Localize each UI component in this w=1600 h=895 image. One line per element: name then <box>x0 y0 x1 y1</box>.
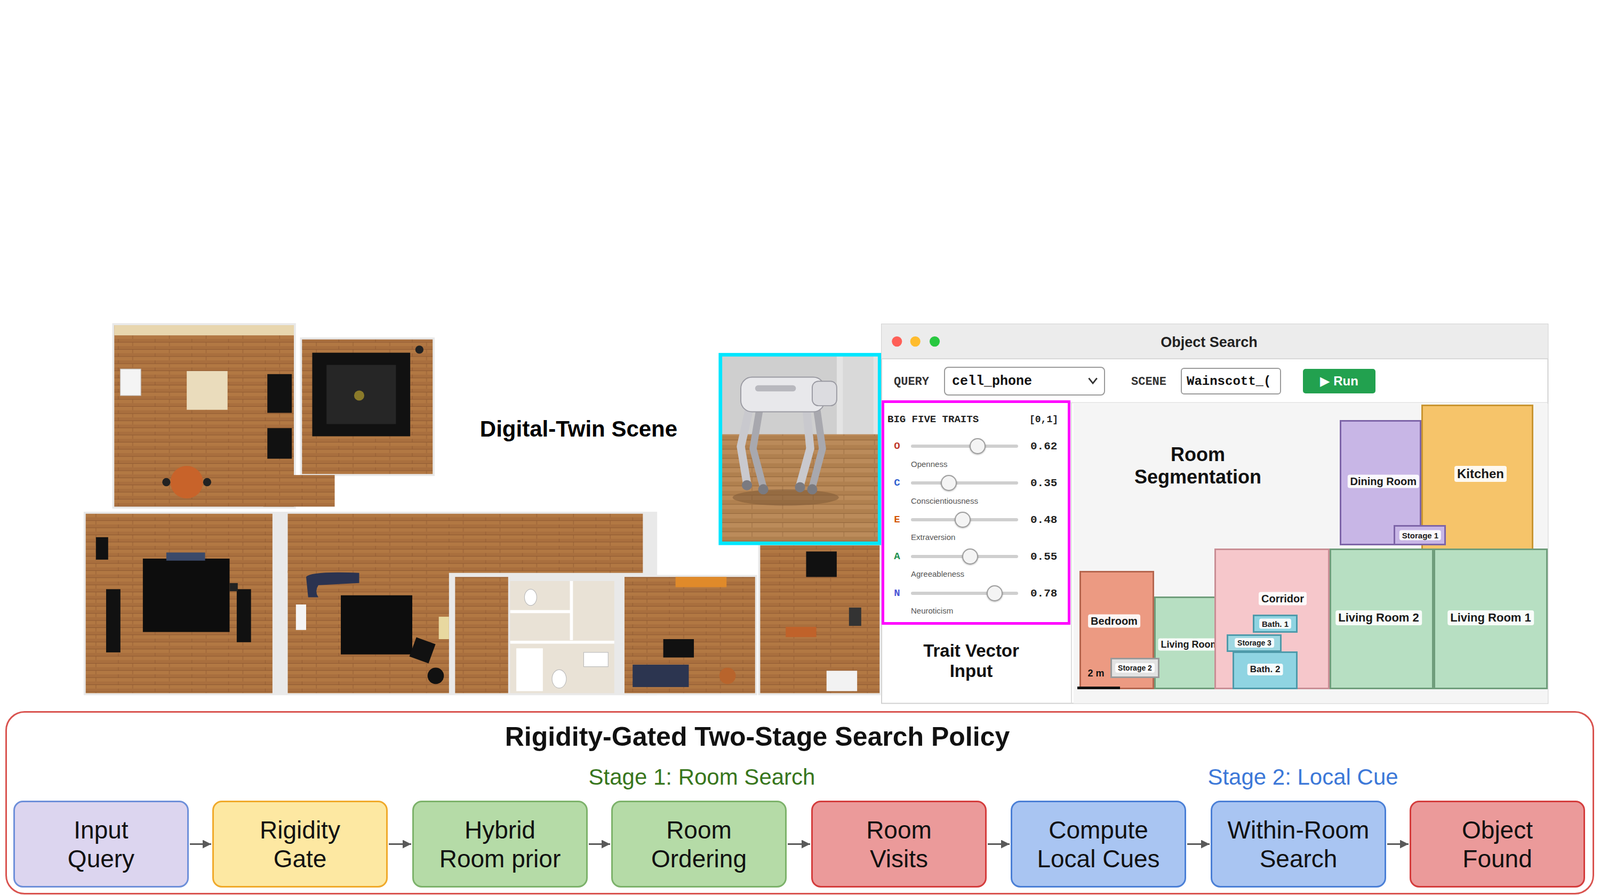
run-button: ▶ Run <box>1302 369 1376 394</box>
process-box: Room Ordering <box>611 801 787 888</box>
trait-letter: N <box>893 587 900 600</box>
room-label: Storage 1 <box>1399 530 1442 541</box>
room-label: Bedroom <box>1088 614 1141 629</box>
trait-name: Conscientiousness <box>910 496 979 506</box>
box-label: Compute Local Cues <box>1026 816 1171 874</box>
field-label: SCENE <box>1131 375 1167 389</box>
trait-name: Extraversion <box>910 532 956 542</box>
room-label: Corridor <box>1258 592 1307 606</box>
floor-plan <box>69 323 881 703</box>
process-box: Compute Local Cues <box>1010 801 1187 888</box>
process-box: Rigidity Gate <box>212 801 388 888</box>
stage-label: Stage 1: Room Search <box>588 764 816 791</box>
scale-label: 2 m <box>1087 668 1104 680</box>
box-label: Room Ordering <box>640 816 758 874</box>
flow-arrow <box>787 843 811 846</box>
room-label: Living Room 1 <box>1447 610 1534 626</box>
range-label: [0,1] <box>1029 414 1059 426</box>
trait-panel: BIG FIVE TRAITS [0,1] O Openness 0.62C Consci… <box>881 400 1071 626</box>
box-label: Input Query <box>58 816 144 874</box>
input-value: Wainscott_( <box>1186 374 1271 389</box>
box-label: Object Found <box>1444 816 1551 874</box>
flow-arrow <box>588 843 611 846</box>
slider-knob <box>940 475 957 492</box>
room-region: Storage 2 <box>1110 658 1160 679</box>
trait-letter: A <box>893 550 900 563</box>
room-region: Bath. 1 <box>1252 614 1298 634</box>
room-label: Living Room <box>1158 638 1222 652</box>
button-label: ▶ Run <box>1320 373 1359 389</box>
stage-label: Stage 2: Local Cue <box>1207 764 1398 791</box>
trait-name: Agreeableness <box>910 569 965 579</box>
slider-knob <box>986 585 1003 602</box>
slider-knob <box>954 512 971 528</box>
app-window-frame <box>881 324 1548 704</box>
scene-input: Wainscott_( <box>1180 368 1282 395</box>
field-label: QUERY <box>893 375 930 389</box>
room-region: Storage 3 <box>1226 634 1282 653</box>
dropdown-value: cell_phone <box>952 373 1032 390</box>
panel-caption: Trait Vector Input <box>912 641 1030 682</box>
room-region: Bath. 2 <box>1232 651 1298 690</box>
room-region: Storage 1 <box>1393 525 1446 546</box>
panel-title: Rigidity-Gated Two-Stage Search Policy <box>505 721 1010 753</box>
flow-arrow <box>189 843 212 846</box>
room-label: Living Room 2 <box>1335 610 1422 626</box>
flow-arrow <box>388 843 412 846</box>
panel-heading: BIG FIVE TRAITS <box>887 413 979 426</box>
trait-letter: E <box>893 514 900 526</box>
slider-track <box>910 444 1019 448</box>
robot-photo <box>720 354 880 544</box>
process-box: Hybrid Room prior <box>412 801 588 888</box>
room-region: Living Room 1 <box>1433 548 1548 690</box>
scale-bar <box>1077 686 1120 690</box>
trait-letter: C <box>893 477 900 490</box>
slider-track <box>910 481 1019 485</box>
flow-arrow <box>987 843 1010 846</box>
query-dropdown: cell_phone <box>944 366 1106 396</box>
box-label: Rigidity Gate <box>246 816 354 874</box>
box-label: Room Visits <box>853 816 945 874</box>
process-box: Within-Room Search <box>1210 801 1387 888</box>
window-title: Object Search <box>1160 334 1258 351</box>
room-region: Living Room 2 <box>1329 548 1434 690</box>
slider-knob <box>969 438 986 455</box>
trait-name: Neuroticism <box>910 606 954 616</box>
trait-name: Openness <box>910 459 948 469</box>
process-box: Input Query <box>13 801 189 888</box>
slider-knob <box>962 548 979 565</box>
scene-caption: Digital-Twin Scene <box>480 416 678 443</box>
room-label: Bath. 2 <box>1247 664 1284 676</box>
room-label: Storage 3 <box>1234 638 1275 648</box>
policy-panel: Rigidity-Gated Two-Stage Search PolicyIn… <box>5 711 1595 895</box>
box-label: Hybrid Room prior <box>433 816 567 874</box>
trait-value: 0.35 <box>1030 477 1058 490</box>
process-box: Room Visits <box>811 801 987 888</box>
room-label: Bath. 1 <box>1259 619 1292 630</box>
process-box: Object Found <box>1409 801 1586 888</box>
trait-value: 0.55 <box>1030 550 1058 564</box>
room-label: Storage 2 <box>1115 663 1155 674</box>
trait-value: 0.48 <box>1030 514 1058 527</box>
trait-letter: O <box>893 440 900 453</box>
room-label: Dining Room <box>1347 475 1420 489</box>
flow-arrow <box>1387 843 1409 846</box>
room-label: Kitchen <box>1454 466 1507 483</box>
trait-value: 0.78 <box>1030 587 1058 600</box>
box-label: Within-Room Search <box>1221 816 1376 874</box>
trait-value: 0.62 <box>1030 440 1058 453</box>
flow-arrow <box>1187 843 1210 846</box>
map-caption: Room Segmentation <box>1123 443 1273 489</box>
